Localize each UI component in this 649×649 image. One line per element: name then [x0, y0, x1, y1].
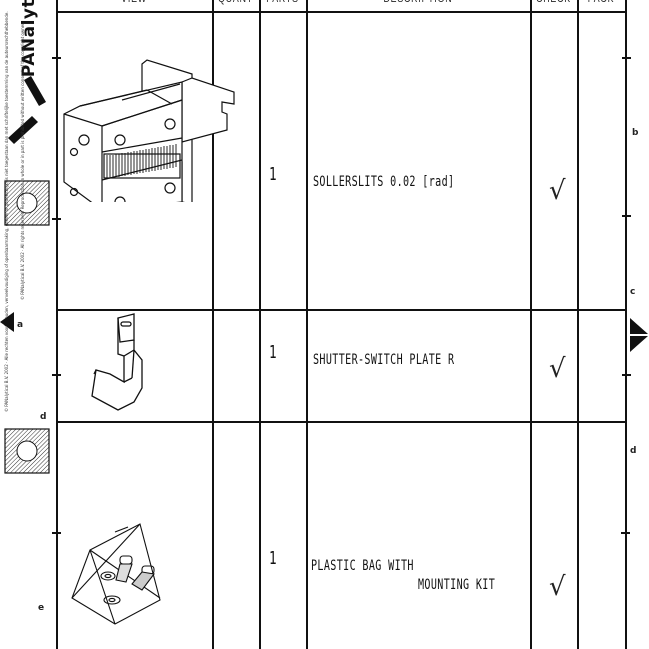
column-divider: [577, 0, 579, 649]
zone-label: d: [630, 446, 637, 456]
header-pack: PACK: [582, 0, 620, 5]
parts-count: 1: [269, 548, 277, 569]
zone-label: e: [38, 603, 45, 613]
border-tick: [622, 374, 631, 376]
parts-count: 1: [269, 342, 277, 363]
zone-label: d: [40, 412, 47, 422]
border-tick: [622, 215, 631, 217]
header-quant: QUANT: [217, 0, 255, 5]
column-divider: [306, 0, 308, 649]
description-text: SOLLERSLITS 0.02 [rad]: [313, 174, 455, 190]
description-text: SHUTTER-SWITCH PLATE R: [313, 352, 455, 368]
row-divider: [56, 309, 626, 311]
header-check: CHECK: [535, 0, 573, 5]
check-mark: √: [549, 176, 566, 206]
sollerslits-drawing-icon: [63, 59, 235, 202]
description-text: PLASTIC BAG WITH: [311, 558, 414, 574]
column-divider: [259, 0, 261, 649]
zone-label: a: [17, 320, 24, 330]
shutter-switch-plate-drawing-icon: [91, 313, 143, 411]
zone-label: c: [630, 287, 636, 297]
header-parts: PARTS: [264, 0, 302, 5]
left-marker-triangle-icon: [0, 312, 14, 332]
copyright-notice-nl: © PANalytical B.V. 2002 · Alle rechten v…: [4, 11, 9, 412]
zone-label: b: [632, 128, 639, 138]
header-divider: [56, 11, 626, 13]
row-divider: [56, 421, 626, 423]
plastic-bag-drawing-icon: [71, 523, 161, 625]
right-marker-triangle-icon: [630, 318, 648, 352]
header-view: VIEW: [72, 0, 197, 5]
panalytical-chevron-icon: [8, 76, 46, 144]
table-border-left: [56, 0, 58, 649]
hatched-square-icon: [4, 180, 50, 226]
column-divider: [212, 0, 214, 649]
description-text-line2: MOUNTING KIT: [418, 577, 496, 593]
copyright-notice-en: © PANalytical B.V. 2002 · All rights res…: [20, 22, 25, 300]
parts-count: 1: [269, 164, 277, 185]
check-mark: √: [549, 354, 566, 384]
table-border-right: [625, 0, 627, 649]
border-tick: [622, 57, 631, 59]
check-mark: √: [549, 572, 566, 602]
header-description: DESCRIPTION: [328, 0, 507, 5]
column-divider: [530, 0, 532, 649]
hatched-square-icon: [4, 428, 50, 474]
